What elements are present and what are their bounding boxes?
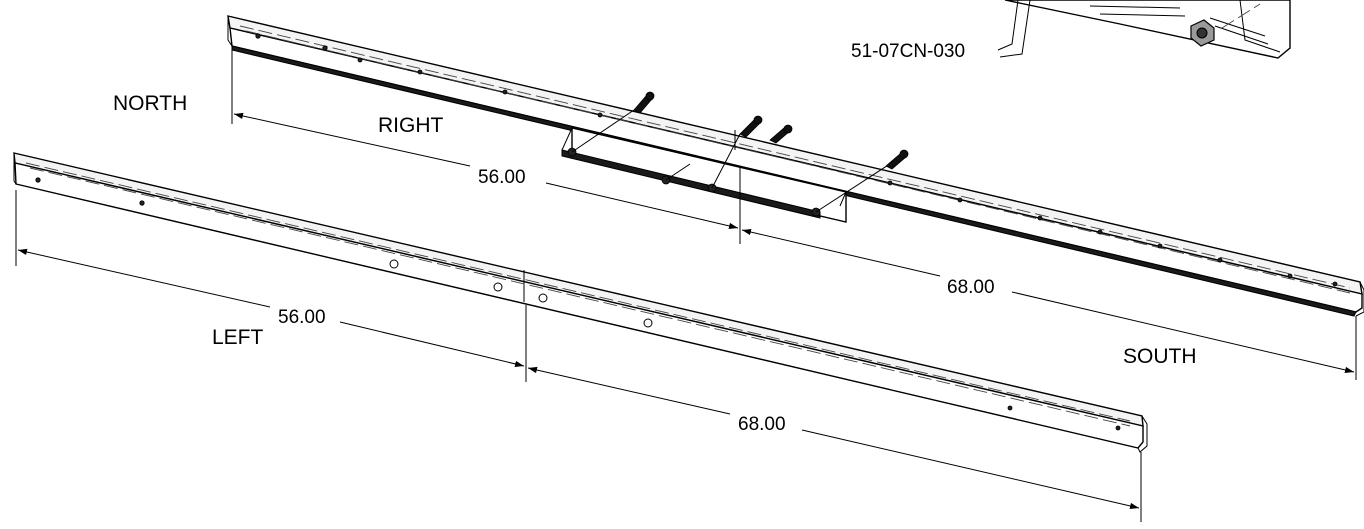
left-rail xyxy=(13,152,1148,453)
hex-nut-icon xyxy=(1190,19,1215,47)
dim-left-56: 56.00 xyxy=(278,307,326,328)
right-label: RIGHT xyxy=(378,114,444,137)
dim-right-68: 68.00 xyxy=(947,277,995,298)
south-label: SOUTH xyxy=(1123,345,1197,368)
right-rail-holes xyxy=(255,33,1338,287)
dim-right-56: 56.00 xyxy=(478,167,526,188)
bolt-icon xyxy=(633,91,909,170)
left-rail-holes xyxy=(35,177,1121,431)
dimension-lines xyxy=(15,0,1357,522)
part-number-label: 51-07CN-030 xyxy=(851,41,965,62)
dim-left-68: 68.00 xyxy=(738,414,786,435)
bracket-51-07cn-030 xyxy=(997,0,1291,59)
splice-plate xyxy=(561,91,909,223)
north-label: NORTH xyxy=(113,92,187,115)
left-label: LEFT xyxy=(212,326,264,349)
